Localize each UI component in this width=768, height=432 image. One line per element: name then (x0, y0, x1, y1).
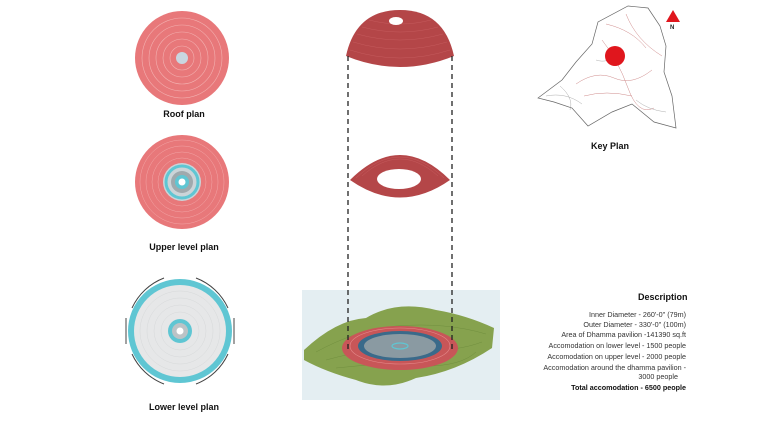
description-total: Total accomodation - 6500 people (571, 383, 686, 392)
upper-level-opening (377, 169, 421, 189)
upper-level-plan-label: Upper level plan (149, 242, 219, 252)
key-plan-boundary (537, 5, 677, 129)
description-title: Description (638, 292, 688, 302)
description-line: Accomodation on upper level - 2000 peopl… (547, 352, 686, 361)
exploded-axonometric (302, 10, 500, 400)
roof-plan-label: Roof plan (163, 109, 205, 119)
description-line: Inner Diameter - 260'-0" (79m) (589, 310, 686, 319)
description-line: Accomodation around the dhamma pavilion … (543, 363, 686, 372)
description-line: Outer Diameter - 330'-0" (100m) (583, 320, 686, 329)
key-plan-label: Key Plan (590, 141, 630, 151)
description-line: Accomodation on lower level - 1500 peopl… (548, 341, 686, 350)
key-plan-map (537, 5, 677, 129)
roof-dome (346, 10, 454, 67)
site-location-marker (605, 46, 625, 66)
north-label: N (670, 25, 675, 31)
north-arrow-icon (666, 10, 680, 22)
description-line: Area of Dhamma pavilion -141390 sq.ft (561, 330, 686, 339)
lower-level-plan-drawing (125, 277, 235, 385)
roof-oculus (389, 17, 403, 25)
description-line: 3000 people (638, 372, 678, 381)
lower-level-plan-label: Lower level plan (148, 402, 220, 412)
roof-plan-drawing (135, 11, 229, 105)
upper-level-plan-drawing (135, 135, 229, 229)
